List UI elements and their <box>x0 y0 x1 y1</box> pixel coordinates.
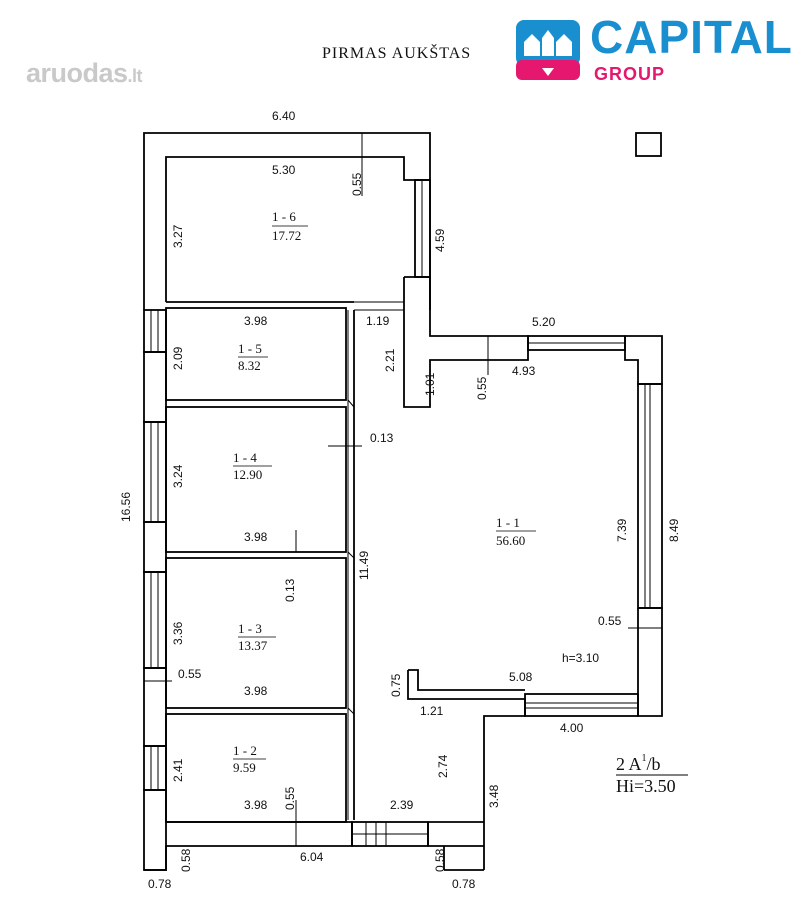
dim-r1-inner-h: 7.39 <box>615 518 629 542</box>
dim-r5-height: 2.09 <box>171 346 185 370</box>
dim-r6-window: 4.59 <box>433 228 447 252</box>
room-area-1-5: 8.32 <box>238 358 261 373</box>
dimension-markers <box>144 133 662 846</box>
dim-r1-outer-h: 8.49 <box>667 518 681 542</box>
legend-line2: Hi=3.50 <box>616 776 676 796</box>
room-area-1-1: 56.60 <box>496 533 525 548</box>
dim-left-overall: 16.56 <box>119 492 133 522</box>
dim-r3-wall: 0.13 <box>283 578 297 602</box>
dim-r4-height: 3.24 <box>171 464 185 488</box>
dim-right-foot: 0.78 <box>452 877 476 891</box>
dim-r1-top-inner: 4.93 <box>512 364 536 378</box>
room-area-1-6: 17.72 <box>272 228 301 243</box>
dim-r5-gap: 1.19 <box>366 314 390 328</box>
brand-subtitle: GROUP <box>594 64 666 84</box>
room-area-1-2: 9.59 <box>233 760 256 775</box>
dim-r5-width: 3.98 <box>244 314 268 328</box>
dim-r3-width: 3.98 <box>244 684 268 698</box>
room-id-1-4: 1 - 4 <box>233 450 257 465</box>
dim-r2-width: 3.98 <box>244 798 268 812</box>
room-id-1-1: 1 - 1 <box>496 515 520 530</box>
room-area-1-4: 12.90 <box>233 467 262 482</box>
legend-line1: 2 A1/b <box>616 753 661 774</box>
dim-stub-h: 5.08 <box>509 670 533 684</box>
dim-stub-w: 1.21 <box>420 704 444 718</box>
dim-hall-h: 2.74 <box>436 754 450 778</box>
dim-post-h: 2.21 <box>383 348 397 372</box>
dim-r3-height: 3.36 <box>171 621 185 645</box>
dim-r4-width: 3.98 <box>244 530 268 544</box>
dim-stub-v: 0.75 <box>389 673 403 697</box>
room-id-1-5: 1 - 5 <box>238 341 262 356</box>
dim-left-pillar: 0.58 <box>179 848 193 872</box>
dim-r4-wall: 0.13 <box>370 431 394 445</box>
floor-title: PIRMAS AUKŠTAS <box>322 45 472 62</box>
dim-hall-ext: 3.48 <box>487 784 501 808</box>
dim-corridor-len: 11.49 <box>357 551 371 580</box>
dim-r2-height: 2.41 <box>171 758 185 782</box>
room-area-1-3: 13.37 <box>238 638 268 653</box>
dim-step-wall: 0.55 <box>475 376 489 400</box>
dim-right-wall: 0.55 <box>598 614 622 628</box>
brand-name: CAPITAL <box>590 11 793 63</box>
dim-left-wall: 0.55 <box>178 667 202 681</box>
dim-bottom-overall: 6.04 <box>300 850 324 864</box>
dim-r2-wall: 0.55 <box>283 786 297 810</box>
dim-entry-w: 2.39 <box>390 798 414 812</box>
dim-left-foot: 0.78 <box>148 877 172 891</box>
dim-r1-top-outer: 5.20 <box>532 315 556 329</box>
dim-r6-wall: 0.55 <box>350 172 364 196</box>
room-id-1-3: 1 - 3 <box>238 621 262 636</box>
dim-r6-height: 3.27 <box>171 224 185 248</box>
room-id-1-6: 1 - 6 <box>272 209 296 224</box>
dim-r6-width: 5.30 <box>272 163 296 177</box>
room-id-1-2: 1 - 2 <box>233 743 257 758</box>
dim-post-low: 1.01 <box>423 372 437 396</box>
dim-right-pillar: 0.58 <box>433 848 447 872</box>
walls <box>143 132 663 871</box>
aruodas-watermark: aruodas.lt <box>26 58 143 88</box>
dim-top-overall: 6.40 <box>272 109 296 123</box>
dim-ceiling-h: h=3.10 <box>562 651 599 665</box>
dim-r1-bottom: 4.00 <box>560 721 584 735</box>
capital-group-logo-icon <box>516 20 580 80</box>
